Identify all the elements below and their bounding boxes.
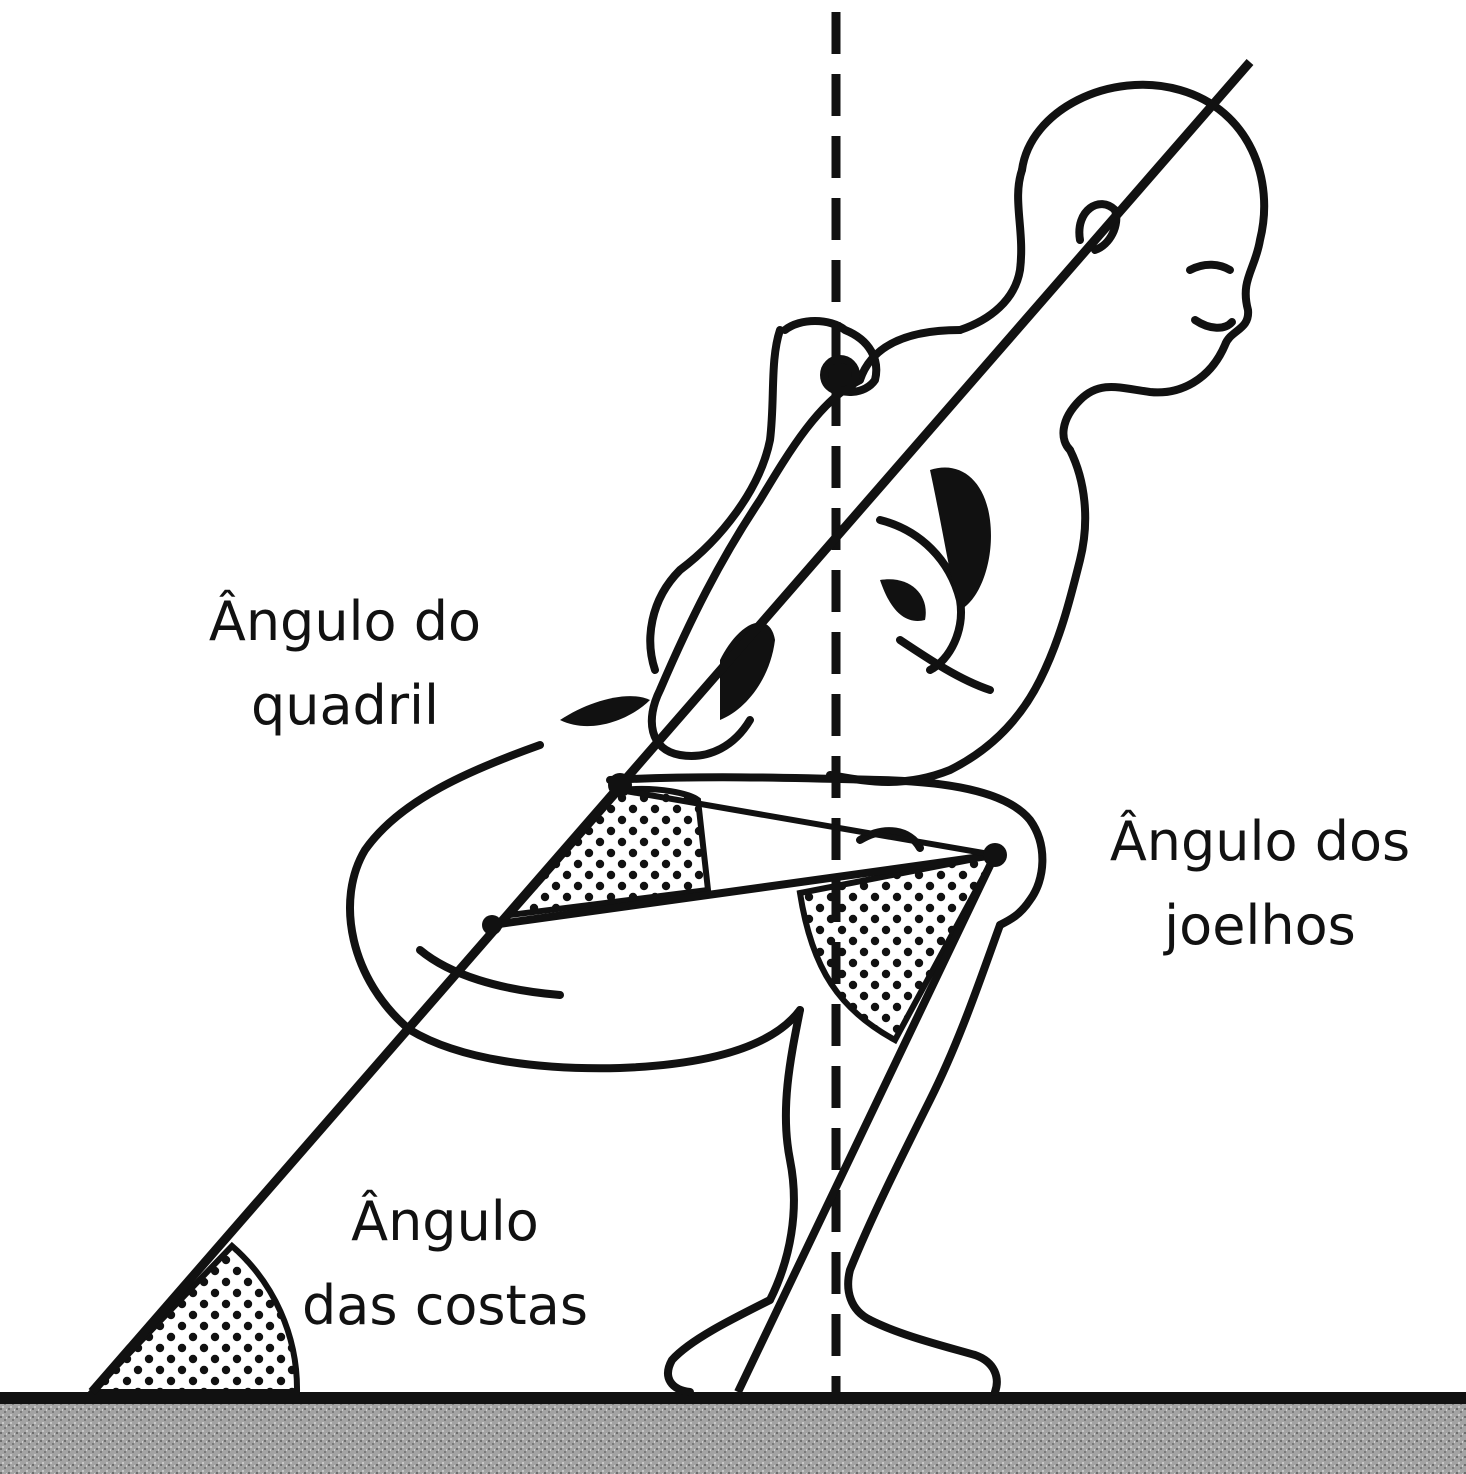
muscle-shading <box>560 467 991 726</box>
hip-angle-label: Ângulo do quadril <box>160 580 530 748</box>
back-angle-label: Ângulo das costas <box>270 1180 620 1348</box>
back-angle-label-line2: das costas <box>270 1264 620 1348</box>
knee-joint-marker <box>983 843 1007 867</box>
knee-angle-label: Ângulo dos joelhos <box>1080 800 1440 968</box>
back-angle-label-line1: Ângulo <box>270 1180 620 1264</box>
hip-pivot-marker <box>482 915 502 935</box>
knee-angle-label-line2: joelhos <box>1080 884 1440 968</box>
hip-angle-label-line2: quadril <box>160 664 530 748</box>
hip-angle-label-line1: Ângulo do <box>160 580 530 664</box>
ground-hatching <box>0 1403 1466 1474</box>
hip-joint-marker <box>608 773 632 797</box>
knee-angle-label-line1: Ângulo dos <box>1080 800 1440 884</box>
